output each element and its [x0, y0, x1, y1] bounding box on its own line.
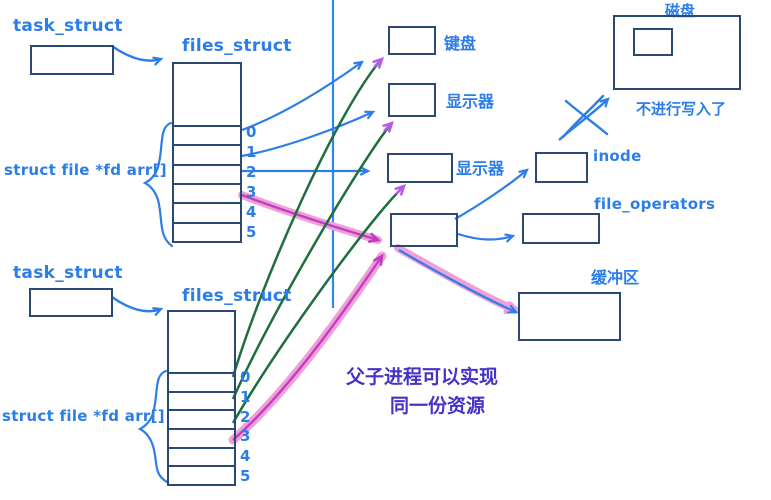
fd-array-label-top: struct file *fd arr[]	[4, 161, 167, 179]
files-struct-table-top	[172, 62, 242, 243]
fd2-arrow-bottom	[231, 187, 403, 424]
fd-slot-4	[174, 202, 240, 221]
fd3-highlight-bottom	[228, 251, 387, 445]
file-to-fileops-arrow	[457, 232, 513, 240]
file-to-buffer-arrow	[398, 249, 516, 312]
files-struct-label-top: files_struct	[182, 36, 292, 56]
fd-index-labels-bottom: 0 1 2 3 4 5	[240, 368, 250, 486]
fd1-arrow-top	[241, 112, 373, 158]
fd0-arrow-top	[241, 62, 362, 132]
fd-slot-3	[169, 428, 234, 447]
file-operators-label: file_operators	[594, 195, 716, 213]
fd3-arrow-top	[241, 193, 378, 240]
fd-array-brace-top	[142, 121, 174, 248]
keyboard-file-box	[388, 26, 436, 55]
fd-index-0: 0	[240, 368, 251, 387]
fd-index-3: 3	[240, 427, 251, 446]
monitor1-label: 显示器	[446, 92, 495, 111]
fd2-arrowhead-violet	[396, 186, 404, 194]
fd-index-4: 4	[246, 202, 257, 221]
fd-index-1: 1	[246, 142, 257, 161]
fd-slot-2	[174, 163, 240, 183]
task-to-files-arrow-bottom	[111, 296, 161, 311]
share-note-line1: 父子进程可以实现	[346, 366, 499, 388]
fd-slot-3	[174, 182, 240, 202]
task-struct-box-bottom	[29, 288, 113, 317]
fd-slot-5	[169, 465, 234, 484]
fd-array-label-bottom: struct file *fd arr[]	[2, 407, 165, 425]
file-to-inode-arrow	[454, 170, 527, 220]
fd-slot-2	[169, 409, 234, 428]
fd-index-2: 2	[240, 407, 251, 426]
buffer-box	[518, 292, 621, 341]
fd-index-4: 4	[240, 447, 251, 466]
fd-slot-5	[174, 221, 240, 241]
fd-array-brace-bottom	[137, 369, 169, 484]
fd-index-2: 2	[246, 162, 257, 181]
no-write-label: 不进行写入了	[636, 100, 727, 118]
inode-box	[535, 152, 588, 183]
fd0-arrowhead-violet	[374, 59, 382, 67]
cross-out-stroke-2	[561, 94, 605, 139]
disk-box	[613, 15, 741, 90]
inode-label: inode	[593, 147, 642, 165]
fd3-arrow-bottom	[232, 256, 382, 441]
struct-file-box	[390, 213, 458, 247]
file-to-buffer-highlight	[394, 244, 515, 310]
fd-index-labels-top: 0 1 2 3 4 5	[246, 122, 256, 242]
fd-index-5: 5	[240, 466, 251, 485]
fd-index-3: 3	[246, 182, 257, 201]
cross-out-stroke-1	[564, 99, 609, 136]
task-struct-box-top	[30, 45, 114, 75]
fd-slot-0	[174, 125, 240, 144]
fd0-arrow-bottom	[231, 60, 381, 378]
monitor2-label: 显示器	[456, 159, 505, 178]
files-struct-header-cell	[174, 64, 240, 125]
share-note-line2: 同一份资源	[390, 395, 486, 417]
files-struct-label-bottom: files_struct	[182, 286, 292, 306]
monitor1-file-box	[388, 83, 436, 117]
fd-slot-1	[169, 390, 234, 410]
task-struct-label-top: task_struct	[13, 16, 123, 36]
file-operators-box	[522, 213, 600, 244]
files-struct-table-bottom	[167, 310, 236, 486]
fd-index-1: 1	[240, 388, 251, 406]
task-to-files-arrow-top	[111, 45, 161, 61]
buffer-label: 缓冲区	[591, 268, 640, 287]
files-struct-header-cell	[169, 312, 234, 372]
fd-slot-0	[169, 372, 234, 391]
monitor2-file-box	[387, 153, 453, 183]
fd1-arrow-bottom	[231, 124, 391, 400]
fd-index-0: 0	[246, 122, 257, 141]
keyboard-label: 键盘	[444, 34, 477, 53]
fd1-arrowhead-violet	[384, 123, 392, 131]
fd-slot-1	[174, 144, 240, 163]
disk-inner-block	[633, 28, 673, 56]
fd-slot-4	[169, 446, 234, 466]
task-struct-label-bottom: task_struct	[13, 263, 123, 283]
fd-index-5: 5	[246, 222, 257, 241]
